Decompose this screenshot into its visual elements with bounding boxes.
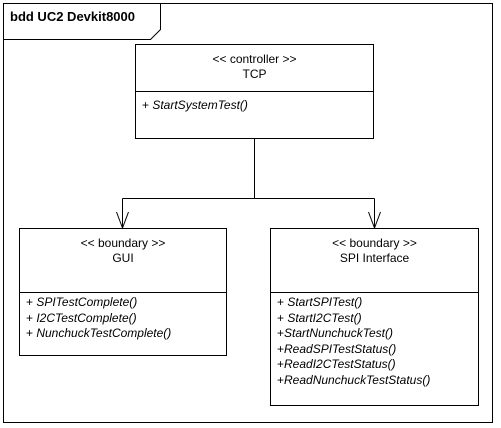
- operation-item: +StartNunchuckTest(): [277, 326, 393, 341]
- operation-item: + StartSPITest(): [277, 295, 363, 309]
- class-divider: [136, 91, 373, 92]
- class-tcp: << controller >> TCP + StartSystemTest(): [135, 44, 374, 139]
- stereotype-label: << boundary >>: [332, 236, 417, 250]
- operation-item: +ReadNunchuckTestStatus(): [277, 372, 431, 387]
- operations-list: + SPITestComplete() + I2CTestComplete() …: [26, 295, 224, 342]
- class-divider: [271, 292, 478, 293]
- class-name: GUI: [112, 251, 134, 265]
- class-name: TCP: [242, 67, 267, 81]
- class-divider: [20, 292, 226, 293]
- operation-item: + I2CTestComplete(): [26, 310, 137, 325]
- operations-list: + StartSPITest() + StartI2CTest() +Start…: [277, 295, 476, 389]
- operation-item: +ReadSPITestStatus(): [277, 341, 397, 356]
- operation-item: + StartSystemTest(): [142, 98, 248, 112]
- class-spi-interface: << boundary >> SPI Interface + StartSPIT…: [270, 228, 479, 406]
- operation-item: + StartI2CTest(): [277, 310, 362, 325]
- class-header: << boundary >> SPI Interface: [271, 229, 478, 266]
- operations-list: + StartSystemTest(): [142, 98, 371, 114]
- frame-name-tab: [3, 3, 161, 40]
- class-header: << boundary >> GUI: [20, 229, 226, 266]
- diagram-frame: [3, 3, 493, 423]
- operation-item: + SPITestComplete(): [26, 295, 138, 309]
- operation-item: + NunchuckTestComplete(): [26, 326, 172, 341]
- operation-item: +ReadI2CTestStatus(): [277, 357, 396, 372]
- frame-title: bdd UC2 Devkit8000: [10, 9, 135, 24]
- stereotype-label: << boundary >>: [80, 236, 166, 250]
- class-gui: << boundary >> GUI + SPITestComplete() +…: [19, 228, 227, 356]
- class-name: SPI Interface: [339, 251, 410, 265]
- class-header: << controller >> TCP: [136, 45, 373, 82]
- stereotype-label: << controller >>: [212, 52, 297, 66]
